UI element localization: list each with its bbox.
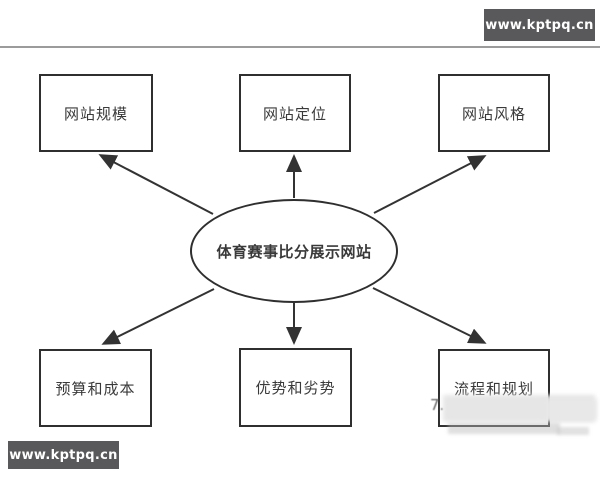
- top-divider-line: [0, 46, 600, 48]
- blurred-watermark-patch: [557, 427, 589, 435]
- center-node-label: 体育赛事比分展示网站: [216, 242, 372, 261]
- node-label: 预算和成本: [55, 379, 136, 398]
- node-label: 流程和规划: [453, 379, 534, 398]
- watermark-url: www.kptpq.cn: [9, 447, 118, 463]
- arrow-to-process-planning: [372, 287, 487, 344]
- node-box-pros-cons: 优势和劣势: [239, 348, 352, 427]
- node-label: 网站风格: [461, 104, 526, 123]
- center-node-ellipse: 体育赛事比分展示网站: [190, 199, 398, 303]
- watermark-url: www.kptpq.cn: [485, 17, 594, 33]
- arrow-to-site-style: [373, 155, 487, 214]
- node-box-site-positioning: 网站定位: [239, 74, 351, 152]
- node-label: 网站定位: [262, 104, 327, 123]
- watermark-banner-top: www.kptpq.cn: [484, 9, 595, 41]
- node-box-budget-cost: 预算和成本: [39, 349, 152, 427]
- blurred-watermark-patch: [448, 423, 560, 434]
- node-box-site-style: 网站风格: [438, 74, 550, 152]
- blurred-watermark-remnant: 7.: [430, 396, 445, 414]
- arrow-to-budget-cost: [101, 288, 215, 345]
- watermark-banner-bottom: www.kptpq.cn: [8, 441, 119, 469]
- node-label: 网站规模: [63, 104, 128, 123]
- arrow-to-site-scale: [98, 154, 214, 215]
- node-label: 优势和劣势: [255, 379, 336, 397]
- blurred-watermark-patch: [545, 399, 597, 420]
- node-box-site-scale: 网站规模: [39, 74, 153, 152]
